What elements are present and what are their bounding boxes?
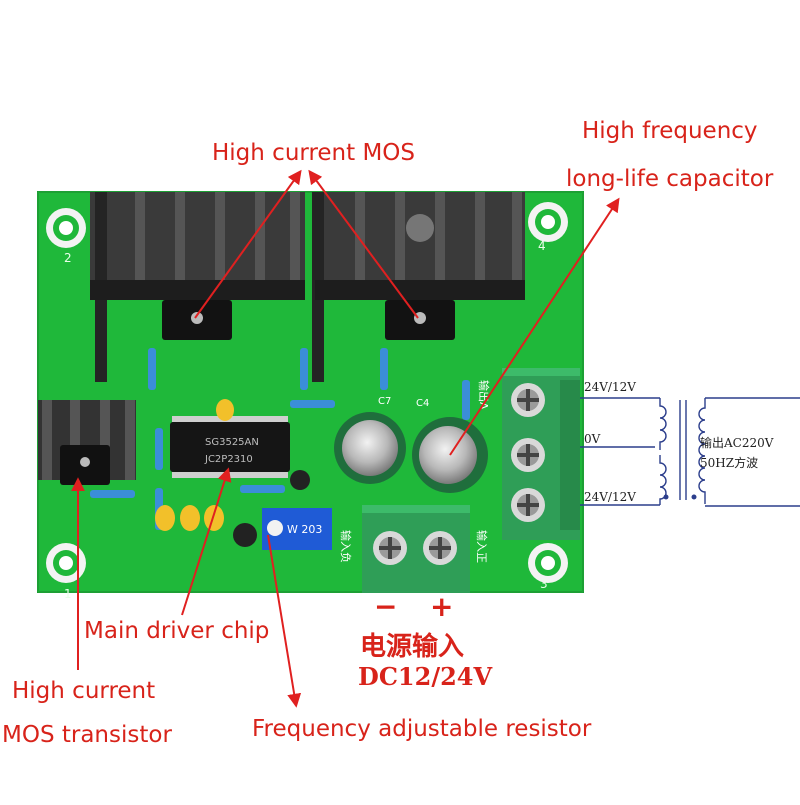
pot-label: W 203 bbox=[287, 523, 322, 536]
potentiometer: W 203 bbox=[262, 508, 332, 550]
label-mos-transistor-line2: MOS transistor bbox=[2, 722, 172, 748]
power-input-title: 电源输入 bbox=[360, 632, 465, 662]
label-high-current-mos: High current MOS bbox=[212, 140, 416, 166]
driver-chip: SG3525AN JC2P2310 bbox=[170, 416, 290, 478]
output-terminal-block bbox=[502, 368, 580, 540]
corner-number-1: 1 bbox=[64, 587, 72, 601]
chip-marking-2: JC2P2310 bbox=[204, 454, 253, 465]
chip-marking-1: SG3525AN bbox=[205, 437, 259, 448]
label-capacitor-line2: long-life capacitor bbox=[566, 166, 774, 192]
corner-number-2: 2 bbox=[64, 251, 72, 265]
output-label-vertical: 输出A bbox=[477, 380, 491, 410]
heatsink-left bbox=[90, 192, 305, 382]
schematic-bottom-terminal: 24V/12V bbox=[584, 490, 636, 504]
mosfet-top-right bbox=[385, 300, 455, 340]
schematic-output-line1: 输出AC220V bbox=[700, 436, 774, 450]
input-pos-label: 输入正 bbox=[475, 530, 489, 563]
schematic-output-line2: 50HZ方波 bbox=[700, 456, 759, 470]
small-capacitor bbox=[233, 523, 257, 547]
mounting-hole-1 bbox=[46, 543, 86, 583]
label-freq-resistor: Frequency adjustable resistor bbox=[252, 716, 592, 742]
input-terminal-block bbox=[362, 505, 470, 593]
cap-label-c4: C4 bbox=[416, 398, 429, 409]
minus-sign: − bbox=[374, 590, 398, 623]
input-neg-label: 输入负 bbox=[339, 530, 353, 563]
plus-sign: + bbox=[430, 590, 454, 623]
schematic-top-terminal: 24V/12V bbox=[584, 380, 636, 394]
heatsink-right bbox=[312, 192, 525, 382]
corner-number-4: 4 bbox=[538, 239, 546, 253]
mounting-hole-4 bbox=[528, 202, 568, 242]
label-main-driver-chip: Main driver chip bbox=[84, 618, 270, 644]
cap-label-c7: C7 bbox=[378, 396, 391, 407]
schematic-mid-terminal: 0V bbox=[584, 432, 601, 446]
label-capacitor-line1: High frequency bbox=[582, 118, 758, 144]
mounting-hole-2 bbox=[46, 208, 86, 248]
power-input-voltage: DC12/24V bbox=[358, 662, 493, 691]
capacitor-c7: C7 bbox=[334, 396, 406, 484]
label-mos-transistor-line1: High current bbox=[12, 678, 156, 704]
corner-number-3: 3 bbox=[540, 577, 548, 591]
mosfet-left-heatsink bbox=[38, 400, 136, 485]
annotation-arrows bbox=[71, 169, 620, 708]
transformer-schematic bbox=[580, 397, 800, 507]
mounting-hole-3 bbox=[528, 543, 568, 583]
ceramic-capacitors bbox=[155, 399, 234, 531]
mosfet-top-left bbox=[162, 300, 232, 340]
